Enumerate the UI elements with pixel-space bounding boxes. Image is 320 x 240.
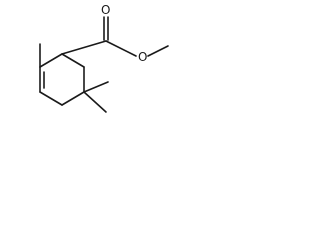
oxygen-label-carbonyl: O (101, 3, 110, 17)
atom-labels: O O (101, 3, 147, 64)
bond-c6-c1 (61, 53, 85, 68)
methyl-ester-cyclohexene-structure: O O (39, 3, 169, 113)
methoxy-bond (147, 45, 169, 57)
ring (39, 53, 85, 106)
gem-dimethyl-bond-1 (83, 81, 109, 93)
gem-dimethyl-bond-2 (83, 91, 107, 113)
bond-c3-c4 (39, 91, 63, 106)
substituents (39, 43, 109, 113)
bond-c1-c2 (39, 53, 63, 68)
ester-group (61, 16, 169, 57)
ester-single-bond (105, 40, 137, 57)
bond-c4-c5 (61, 91, 85, 106)
oxygen-label-ester: O (138, 50, 147, 64)
carbonyl-carbon-bond (61, 40, 107, 55)
